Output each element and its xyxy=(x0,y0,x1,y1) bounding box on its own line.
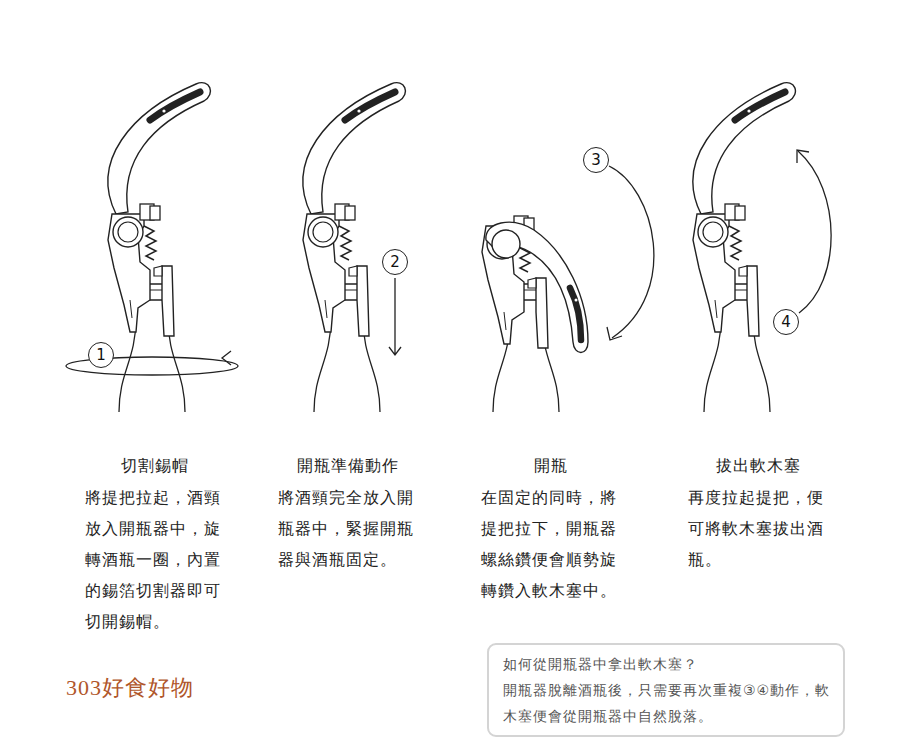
callout-text: 4 xyxy=(780,315,792,330)
step-four-figure-part xyxy=(693,204,759,336)
callout-text: 2 xyxy=(389,255,401,270)
callout-number: 1 xyxy=(88,342,114,368)
step-two-figure xyxy=(303,83,405,412)
step-text: 將酒頸完全放入開瓶器中，緊握開瓶器與酒瓶固定。 xyxy=(278,482,418,575)
step-four-figure-part xyxy=(693,83,795,214)
note-heading: 如何從開瓶器中拿出軟木塞？ xyxy=(503,651,831,677)
callout-text: 1 xyxy=(95,348,107,363)
callout-number: 4 xyxy=(773,309,799,335)
step-four-figure xyxy=(693,83,831,412)
step-one-figure xyxy=(66,83,238,412)
step-text: 將提把拉起，酒頸放入開瓶器中，旋轉酒瓶一圈，內置的錫箔切割器即可切開錫帽。 xyxy=(85,482,225,637)
note-body: 開瓶器脫離酒瓶後，只需要再次重複③④動作，軟木塞便會從開瓶器中自然脫落。 xyxy=(503,677,831,729)
down-arrow xyxy=(389,278,401,355)
step-three-figure xyxy=(482,166,654,412)
step-text: 在固定的同時，將提把拉下，開瓶器螺絲鑽便會順勢旋轉鑽入軟木塞中。 xyxy=(481,482,621,606)
step-text: 再度拉起提把，便可將軟木塞拔出酒瓶。 xyxy=(688,482,828,575)
step-title: 開瓶 xyxy=(481,450,621,481)
arrow-head xyxy=(222,351,231,365)
callout-text: 3 xyxy=(590,153,602,168)
arrow-head xyxy=(797,150,809,163)
step-one-figure-part xyxy=(108,204,174,336)
callout-number: 2 xyxy=(382,249,408,275)
step-one-figure-part xyxy=(108,83,210,214)
step-title: 拔出軟木塞 xyxy=(688,450,828,481)
lift-arrow xyxy=(798,151,831,313)
note-box: 如何從開瓶器中拿出軟木塞？開瓶器脫離酒瓶後，只需要再次重複③④動作，軟木塞便會從… xyxy=(487,643,845,737)
step-title: 開瓶準備動作 xyxy=(278,450,418,481)
watermark: 303好食好物 xyxy=(66,673,286,703)
arrow-head xyxy=(607,327,622,340)
swing-arrow xyxy=(609,166,654,338)
step-three-figure-part xyxy=(486,222,588,352)
step-title: 切割錫帽 xyxy=(85,450,225,481)
step-two-figure-part xyxy=(303,204,369,336)
step-two-figure-part xyxy=(303,83,405,214)
callout-number: 3 xyxy=(583,147,609,173)
